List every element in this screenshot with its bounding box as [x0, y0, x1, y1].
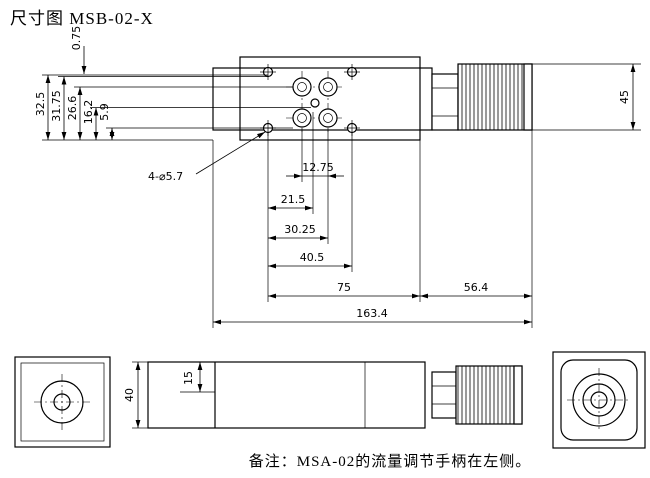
dim-12-75: 12.75: [302, 161, 334, 174]
dim-30-25: 30.25: [284, 223, 316, 236]
dim-21-5: 21.5: [281, 193, 306, 206]
dim-0-75: 0.75: [70, 26, 83, 51]
dim-45: 45: [618, 90, 631, 104]
page-title: 尺寸图 MSB-02-X: [10, 9, 154, 28]
left-end-view: [14, 356, 111, 448]
flange-plate-outline: [239, 56, 421, 141]
port-top-right: [318, 77, 338, 97]
locknut-hex: [431, 73, 459, 131]
left-end-inner: [20, 362, 105, 442]
footnote: 备注：MSA-02的流量调节手柄在左侧。: [249, 453, 532, 470]
adjust-knob-knurled: [457, 63, 533, 131]
mounting-holes-label: 4-⌀5.7: [148, 170, 183, 183]
dim-40: 40: [123, 388, 136, 402]
dim-75: 75: [337, 281, 351, 294]
left-dimension-stack: 32.5 31.75 26.6 16.2 5.9 0.75: [34, 26, 311, 141]
dim-31-75: 31.75: [50, 90, 63, 122]
right-end-knob-square: [560, 359, 638, 441]
bottom-dimension-chain: 12.75 21.5 30.25 40.5 75 56.4 163.4 4-⌀5…: [148, 112, 533, 328]
port-center: [310, 98, 320, 108]
side-view-knob: [455, 365, 523, 425]
side-view-locknut: [431, 371, 457, 419]
side-view-knob-cap: [513, 365, 523, 425]
bottom-side-view: 15 40: [123, 361, 523, 429]
port-bottom-left: [292, 108, 312, 128]
dim-56-4: 56.4: [464, 281, 489, 294]
dim-16-2: 16.2: [82, 100, 95, 125]
dim-5-9: 5.9: [98, 103, 111, 121]
side-view-body: [147, 361, 426, 429]
dim-40-5: 40.5: [300, 251, 325, 264]
dim-26-6: 26.6: [66, 96, 79, 121]
dim-32-5: 32.5: [34, 92, 47, 117]
right-end-view: [552, 351, 646, 449]
port-top-left: [292, 77, 312, 97]
adjust-knob-cap: [523, 63, 533, 131]
main-view-ports: [286, 71, 344, 134]
dim-163-4: 163.4: [356, 307, 388, 320]
port-bottom-right: [318, 108, 338, 128]
knob-height-dimension: 45: [532, 63, 641, 131]
main-view-body: [212, 56, 533, 141]
dim-15: 15: [182, 371, 195, 385]
